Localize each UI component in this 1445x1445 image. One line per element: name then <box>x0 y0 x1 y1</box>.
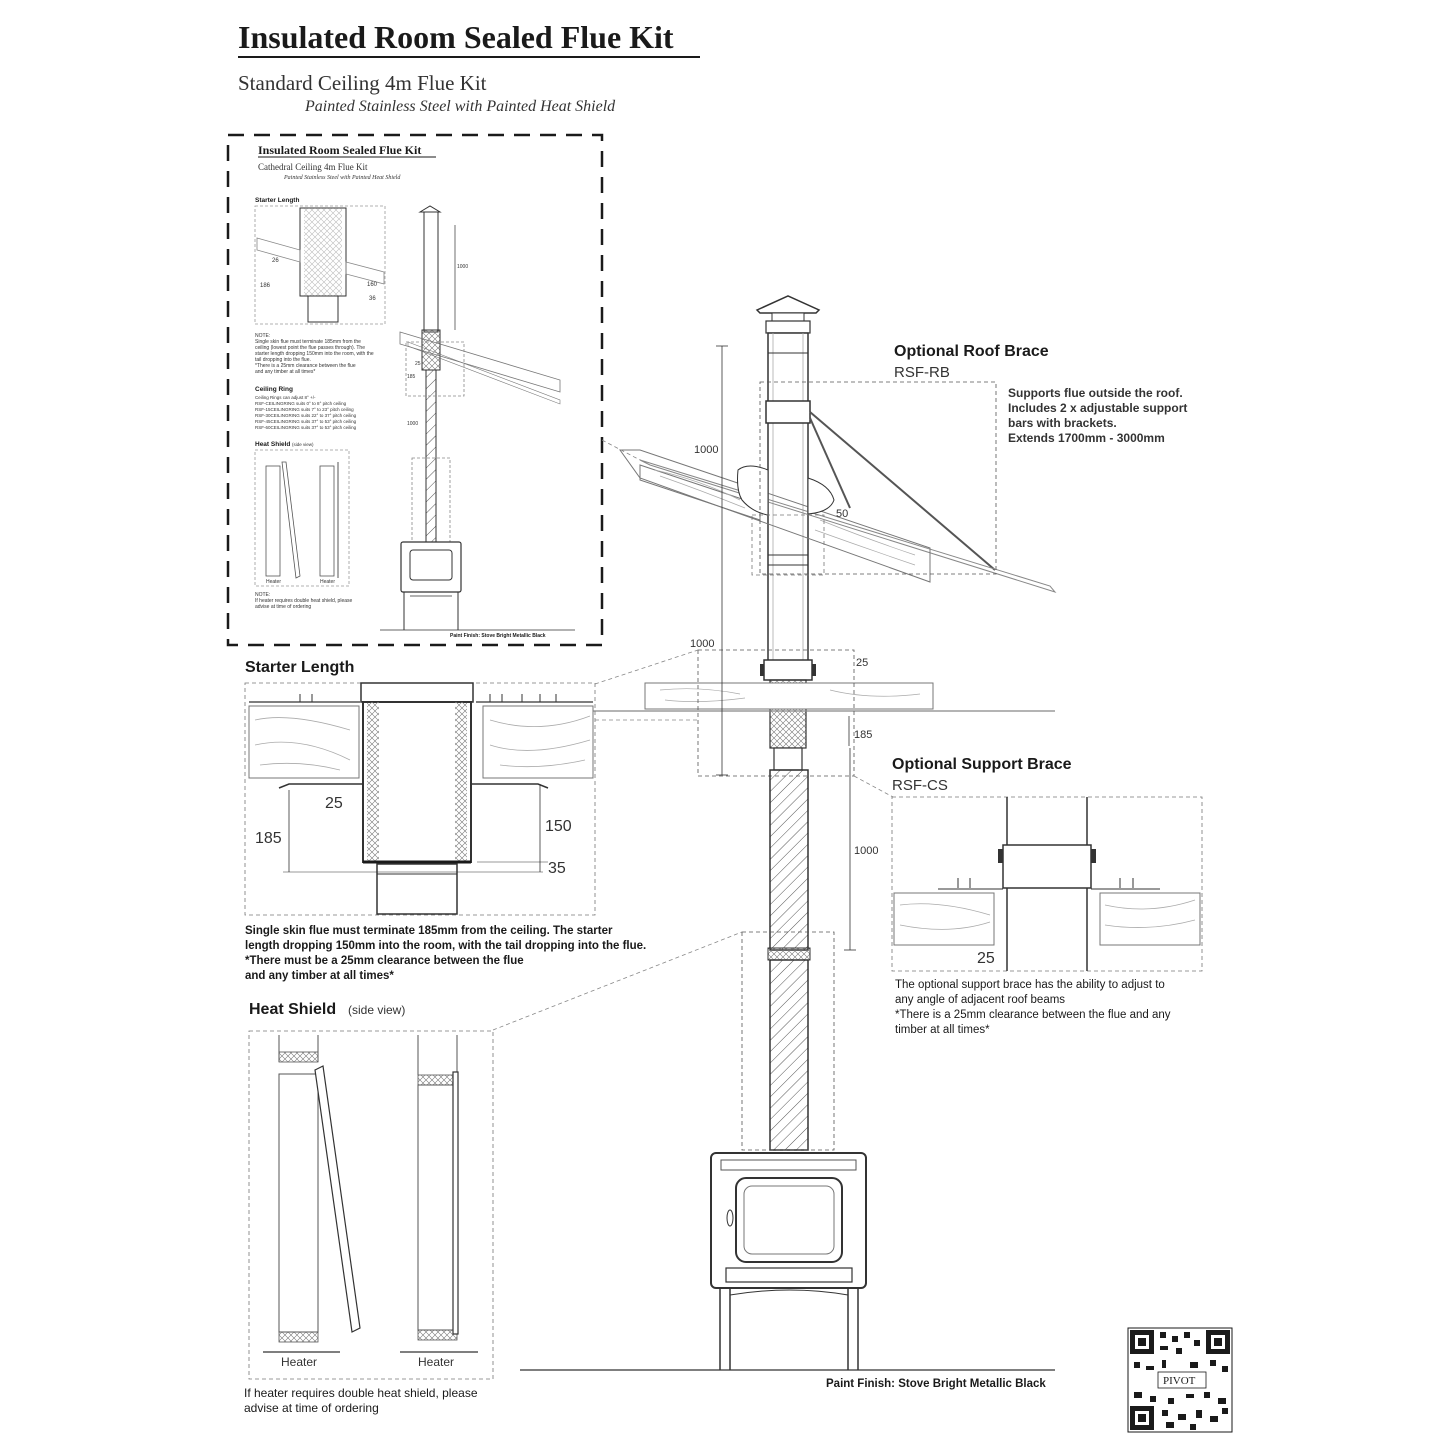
svg-text:Single skin flue must terminat: Single skin flue must terminate 185mm fr… <box>255 339 361 345</box>
svg-text:The optional support brace has: The optional support brace has the abili… <box>895 979 1165 991</box>
dim-1000-mid: 1000 <box>690 638 714 650</box>
roof-brace-code: RSF-RB <box>894 364 950 381</box>
inset-ring-label: Ceiling Ring <box>255 386 293 393</box>
starter-dim-25: 25 <box>325 795 343 812</box>
support-brace-code: RSF-CS <box>892 777 948 794</box>
inset-dim-26: 26 <box>272 258 279 264</box>
stove <box>710 1152 867 1370</box>
inset-subtitle: Cathedral Ceiling 4m Flue Kit <box>258 162 368 172</box>
dim-1000-low: 1000 <box>854 845 878 857</box>
svg-text:RSF-CEILINGRING suits 0° to 8°: RSF-CEILINGRING suits 0° to 8° pitch cei… <box>255 401 347 406</box>
svg-text:Single skin flue must terminat: Single skin flue must terminate 185mm fr… <box>245 925 613 937</box>
svg-text:Ceiling Rings can adjust 8° +/: Ceiling Rings can adjust 8° +/- <box>255 395 316 400</box>
heat-shield-detail: Heat Shield (side view) Heater Heater If… <box>244 1001 494 1415</box>
svg-text:Includes 2 x adjustable suppor: Includes 2 x adjustable support <box>1008 401 1187 415</box>
page-title: Insulated Room Sealed Flue Kit <box>238 19 674 55</box>
straight-heat-shield <box>452 1071 459 1335</box>
svg-text:*There is a 25mm clearance bet: *There is a 25mm clearance between the f… <box>255 363 356 369</box>
main-flue: 50 1000 1000 <box>520 295 1057 1371</box>
cowl-cap <box>755 295 821 314</box>
svg-text:*There must be a 25mm clearanc: *There must be a 25mm clearance between … <box>245 955 524 967</box>
starter-dim-150: 150 <box>545 818 572 835</box>
svg-text:timber at all times*: timber at all times* <box>895 1024 990 1036</box>
svg-text:Extends 1700mm - 3000mm: Extends 1700mm - 3000mm <box>1008 431 1165 445</box>
support-brace-title: Optional Support Brace <box>892 756 1072 773</box>
inset-dim-1000b: 1000 <box>407 421 418 427</box>
svg-text:RSF-45CEILINGRING suits 37° to: RSF-45CEILINGRING suits 37° to 53° pitch… <box>255 419 357 424</box>
inset-frame <box>226 133 604 647</box>
heater-label-1: Heater <box>281 1355 317 1369</box>
roof-brace-callout-box <box>759 381 997 575</box>
inset-heater-2: Heater <box>320 579 335 585</box>
inset-finish: Paint Finish: Stove Bright Metallic Blac… <box>450 633 546 639</box>
inset-ring-lines: Ceiling Rings can adjust 8° +/- RSF-CEIL… <box>255 395 357 430</box>
single-skin-flue <box>769 769 809 951</box>
roof-brace-title: Optional Roof Brace <box>894 343 1049 360</box>
svg-text:NOTE:: NOTE: <box>255 592 270 598</box>
svg-text:If heater requires double heat: If heater requires double heat shield, p… <box>255 598 353 604</box>
qr-code: PIVOT <box>1127 1327 1233 1433</box>
support-brace-clamp <box>1002 844 1092 889</box>
page-subtitle: Standard Ceiling 4m Flue Kit <box>238 71 487 95</box>
heater-label-2: Heater <box>418 1355 454 1369</box>
inset-dim-36: 36 <box>369 296 376 302</box>
svg-text:starter length dropping 150mm: starter length dropping 150mm into the r… <box>255 351 374 357</box>
roof-pitch-line <box>639 459 1057 593</box>
starter-dim-35: 35 <box>548 860 566 877</box>
svg-text:RSF-60CEILINGRING suits 37° to: RSF-60CEILINGRING suits 37° to 53° pitch… <box>255 425 357 430</box>
svg-text:bars with brackets.: bars with brackets. <box>1008 416 1117 430</box>
inset-dim-186: 186 <box>260 283 271 289</box>
inset-note: NOTE: Single skin flue must terminate 18… <box>255 333 374 375</box>
heat-shield-title: Heat Shield <box>249 1001 336 1018</box>
support-brace-callout: Optional Support Brace RSF-CS 25 The opt… <box>891 756 1203 1036</box>
brace-bar-long <box>809 411 996 571</box>
svg-text:*There is a 25mm clearance bet: *There is a 25mm clearance between the f… <box>895 1009 1171 1021</box>
svg-text:NOTE:: NOTE: <box>255 333 270 339</box>
dim-185-main: 185 <box>854 729 872 741</box>
angled-heat-shield <box>314 1065 361 1333</box>
svg-text:advise at time of ordering: advise at time of ordering <box>244 1401 379 1415</box>
svg-text:RSF-15CEILINGRING suits 7° to: RSF-15CEILINGRING suits 7° to 23° pitch … <box>255 407 354 412</box>
roof-brace-callout: Optional Roof Brace RSF-RB Supports flue… <box>894 343 1187 445</box>
inset-shield-sub: (side view) <box>292 442 314 447</box>
inset-heater-1: Heater <box>266 579 281 585</box>
starter-title: Starter Length <box>245 659 354 676</box>
brace-bar-short <box>809 417 851 509</box>
dim-1000-top: 1000 <box>694 444 718 456</box>
svg-text:advise at time of ordering: advise at time of ordering <box>255 604 311 610</box>
starter-length-detail: Starter Length 25 185 150 35 Single skin… <box>244 659 646 982</box>
svg-text:and any timber at all times*: and any timber at all times* <box>245 970 394 982</box>
inset-dim-25: 25 <box>415 361 421 367</box>
svg-text:length dropping 150mm into the: length dropping 150mm into the room, wit… <box>245 940 646 952</box>
starter-dim-185: 185 <box>255 830 282 847</box>
inset-starter-label: Starter Length <box>255 197 299 204</box>
page-tagline: Painted Stainless Steel with Painted Hea… <box>304 98 616 115</box>
roof-brace-clamp <box>765 400 811 424</box>
svg-text:and any timber at all times*: and any timber at all times* <box>255 369 315 375</box>
inset-cathedral: Insulated Room Sealed Flue Kit Cathedral… <box>254 143 575 639</box>
paint-finish: Paint Finish: Stove Bright Metallic Blac… <box>826 1378 1046 1390</box>
ceiling-collar <box>763 659 813 681</box>
svg-text:Supports flue outside the roof: Supports flue outside the roof. <box>1008 386 1183 400</box>
svg-text:RSF-30CEILINGRING suits 22° to: RSF-30CEILINGRING suits 22° to 37° pitch… <box>255 413 357 418</box>
inset-tagline: Painted Stainless Steel with Painted Hea… <box>283 175 401 181</box>
brace-angle: 50 <box>836 508 848 520</box>
inset-dim-160: 160 <box>367 282 378 288</box>
roof-board <box>619 449 931 583</box>
inset-shield-label: Heat Shield <box>255 441 290 448</box>
heat-shield-callout-box <box>741 931 835 1151</box>
inset-dim-185: 185 <box>407 374 416 380</box>
svg-text:tail dropping into the flue.: tail dropping into the flue. <box>255 357 311 363</box>
qr-brand: PIVOT <box>1163 1375 1196 1387</box>
svg-text:any angle of adjacent roof bea: any angle of adjacent roof beams <box>895 994 1065 1006</box>
svg-text:If heater requires double heat: If heater requires double heat shield, p… <box>244 1386 478 1400</box>
svg-text:ceiling (lowest point the flue: ceiling (lowest point the flue passes th… <box>255 345 365 351</box>
inset-dim-1000a: 1000 <box>457 264 468 270</box>
heat-shield-subtitle: (side view) <box>348 1003 405 1017</box>
support-dim-25: 25 <box>977 950 995 967</box>
dim-25-main: 25 <box>856 657 868 669</box>
inset-title: Insulated Room Sealed Flue Kit <box>258 143 421 157</box>
